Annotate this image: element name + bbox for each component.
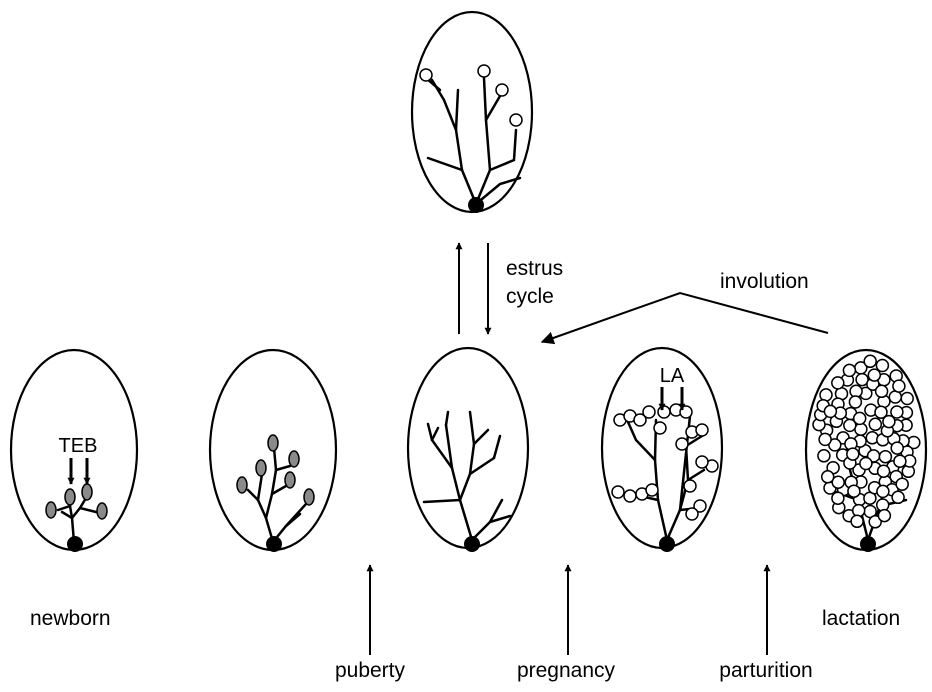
alveolus — [818, 450, 830, 462]
nipple-dot — [67, 536, 83, 552]
alveolus — [879, 451, 891, 463]
lobulo-alveoli — [612, 404, 718, 520]
alveolus — [877, 485, 889, 497]
alveolus — [848, 485, 860, 497]
nipple-dot — [659, 536, 675, 552]
puberty-label: puberty — [335, 659, 406, 682]
milk-alveoli — [813, 355, 920, 528]
alveolus — [878, 465, 890, 477]
alveolus — [883, 416, 895, 428]
alveolus — [878, 510, 890, 522]
alveolus — [869, 418, 881, 430]
lactation-label: lactation — [822, 607, 900, 630]
alveolus — [855, 423, 867, 435]
alveolus — [868, 369, 880, 381]
alveolus — [849, 396, 861, 408]
nipple-dot — [860, 536, 876, 552]
alveolus — [824, 405, 836, 417]
nipple-dot — [464, 536, 480, 552]
newborn-label: newborn — [30, 607, 111, 630]
teb-label: TEB — [59, 435, 98, 457]
gland-pregnancy: LA — [602, 348, 722, 552]
gland-adult-virgin — [408, 348, 528, 552]
gland-outline — [412, 12, 532, 212]
gland-prepubertal — [210, 350, 336, 552]
alveolus — [860, 458, 872, 470]
alveolus — [892, 491, 904, 503]
alveolus — [844, 419, 856, 431]
alveolus — [851, 515, 863, 527]
alveolus — [847, 448, 859, 460]
alveolus — [822, 471, 834, 483]
nipple-dot — [266, 536, 282, 552]
alveolus — [891, 442, 903, 454]
involution-label: involution — [720, 270, 809, 293]
gland-newborn: TEB — [11, 350, 137, 552]
alveolus — [894, 455, 906, 467]
alveolus — [819, 433, 831, 445]
alveolus — [896, 478, 908, 490]
alveolus — [901, 393, 913, 405]
nipple-dot — [468, 197, 484, 213]
gland-lactation — [806, 350, 926, 552]
pregnancy-label: pregnancy — [517, 659, 616, 682]
alveolus — [864, 355, 876, 367]
alveolus — [832, 492, 844, 504]
la-label: LA — [660, 365, 685, 387]
alveolus — [893, 380, 905, 392]
alveolar-buds — [420, 65, 522, 126]
involution-arrow — [542, 293, 828, 342]
alveolus — [843, 364, 855, 376]
alveolus — [876, 385, 888, 397]
parturition-label: parturition — [719, 659, 812, 682]
gland-estrus — [412, 12, 532, 213]
estrus-label-line2: cycle — [506, 285, 554, 308]
estrus-label-line1: estrus — [506, 257, 563, 280]
alveolus — [832, 377, 844, 389]
gland-outline — [408, 348, 528, 548]
